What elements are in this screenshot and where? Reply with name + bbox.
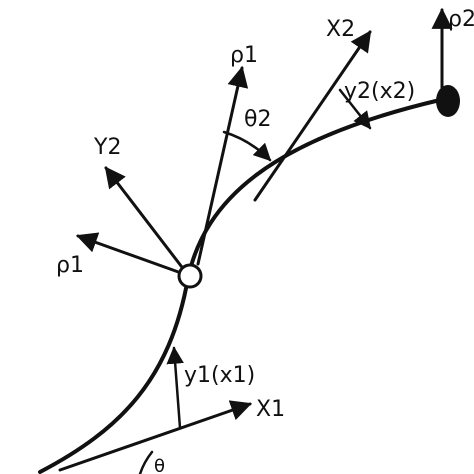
label-y1x1: y1(x1) (184, 363, 255, 388)
theta2-arc (222, 130, 272, 162)
label-x2: X2 (326, 17, 355, 42)
label-theta-bottom: θ (154, 456, 165, 474)
label-x1: X1 (256, 397, 285, 422)
y2-deflection-line (338, 88, 372, 130)
rho1-upper-axis (196, 65, 249, 266)
label-rho1-upper: ρ1 (230, 43, 258, 68)
label-y2-axis: Y2 (93, 135, 121, 160)
label-rho2: ρ2 (448, 7, 474, 32)
y2-axis (104, 166, 190, 277)
x1-axis (58, 400, 252, 472)
label-theta2: θ2 (244, 107, 271, 132)
rho1-left-axis (76, 232, 186, 276)
theta1-arc-partial (138, 450, 154, 474)
filled-circle-joint (436, 85, 460, 117)
open-circle-joint (177, 263, 203, 289)
x2-axis (253, 30, 372, 202)
label-rho1-left: ρ1 (56, 253, 84, 278)
y1-deflection-line (166, 346, 184, 430)
label-y2x2: y2(x2) (344, 79, 415, 104)
